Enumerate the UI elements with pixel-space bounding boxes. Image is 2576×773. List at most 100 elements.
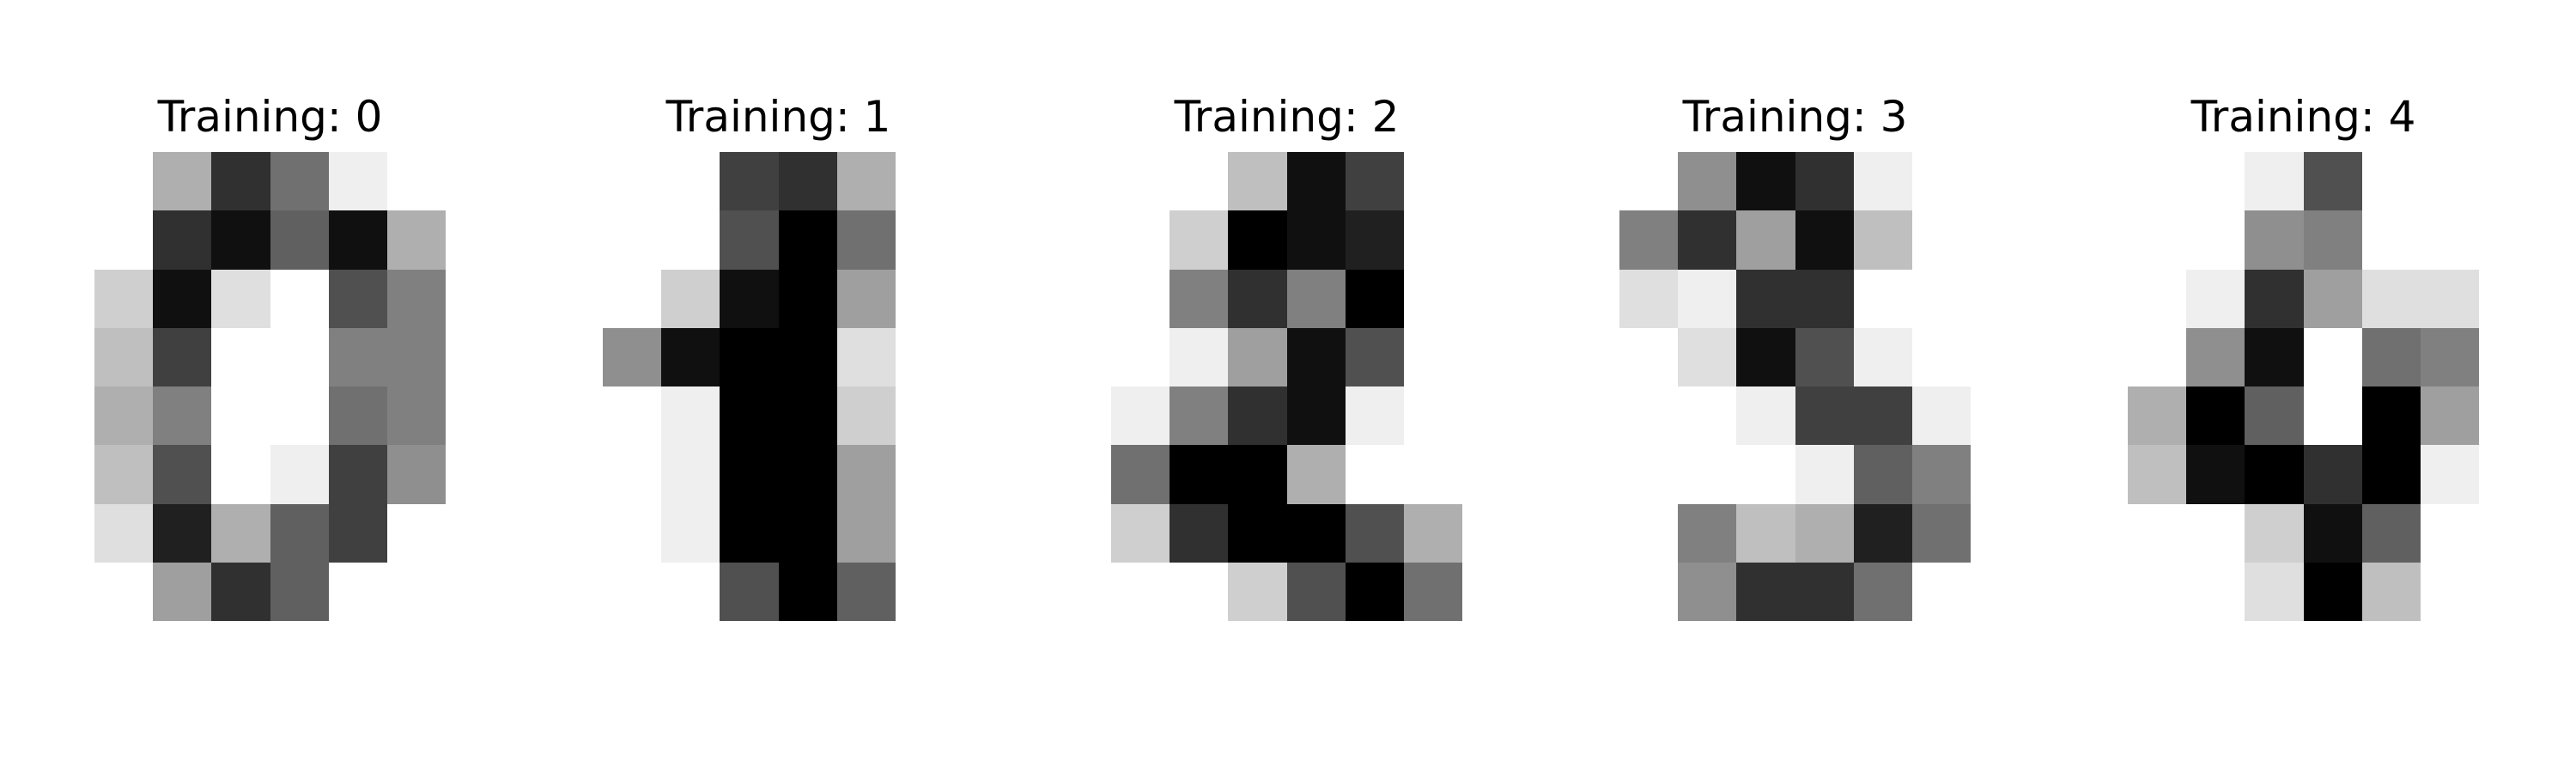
pixel-r7-c1: [1619, 562, 1679, 621]
pixel-r7-c0: [36, 562, 95, 621]
pixel-r6-c4: [1286, 503, 1346, 563]
pixel-r6-c3: [720, 503, 779, 563]
pixel-r5-c3: [211, 445, 270, 504]
pixel-r3-c7: [1970, 327, 2029, 386]
pixel-r4-c4: [778, 386, 837, 446]
pixel-r3-c4: [1795, 327, 1854, 386]
pixel-r5-c4: [1286, 445, 1346, 504]
pixel-r0-c1: [1111, 152, 1170, 211]
pixel-r5-c3: [2245, 445, 2304, 504]
pixel-r1-c4: [778, 210, 837, 270]
pixel-r1-c6: [895, 210, 954, 270]
pixel-r2-c7: [1970, 269, 2029, 328]
pixel-r3-c6: [2420, 327, 2479, 386]
pixel-r3-c0: [1561, 327, 1620, 386]
pixel-r2-c6: [1911, 269, 1971, 328]
pixel-r1-c7: [953, 210, 1012, 270]
pixel-r0-c2: [1678, 152, 1737, 211]
pixel-r4-c2: [1678, 386, 1737, 446]
pixel-r6-c2: [661, 503, 720, 563]
pixel-r2-c7: [1461, 269, 1521, 328]
pixel-r6-c7: [2478, 503, 2537, 563]
pixel-r2-c5: [328, 269, 387, 328]
pixel-r0-c4: [270, 152, 329, 211]
pixel-r1-c1: [1619, 210, 1679, 270]
pixel-r2-c7: [445, 269, 504, 328]
pixel-r5-c0: [1053, 445, 1112, 504]
pixel-r5-c1: [1619, 445, 1679, 504]
pixel-r4-c0: [36, 386, 95, 446]
pixel-r0-c5: [328, 152, 387, 211]
pixel-r5-c1: [94, 445, 154, 504]
pixel-r1-c5: [836, 210, 896, 270]
pixel-r0-c5: [836, 152, 896, 211]
pixel-r0-c3: [720, 152, 779, 211]
pixel-r3-c2: [2186, 327, 2245, 386]
pixel-r3-c2: [1678, 327, 1737, 386]
pixel-r3-c5: [836, 327, 896, 386]
pixel-r5-c2: [153, 445, 212, 504]
pixel-r2-c3: [1228, 269, 1287, 328]
pixel-r1-c6: [1403, 210, 1462, 270]
pixel-r5-c5: [1345, 445, 1404, 504]
pixel-r4-c0: [1561, 386, 1620, 446]
digit-panel-0: Training: 0: [36, 0, 504, 773]
pixel-r6-c4: [1795, 503, 1854, 563]
pixel-r5-c6: [895, 445, 954, 504]
pixel-r7-c7: [953, 562, 1012, 621]
pixel-r0-c3: [1736, 152, 1795, 211]
pixel-r7-c1: [2128, 562, 2187, 621]
pixel-r5-c5: [2361, 445, 2421, 504]
pixel-r4-c0: [2069, 386, 2129, 446]
pixel-r1-c0: [36, 210, 95, 270]
pixel-r6-c5: [1853, 503, 1912, 563]
pixel-r2-c1: [603, 269, 662, 328]
pixel-r2-c2: [1170, 269, 1229, 328]
pixel-r0-c4: [1286, 152, 1346, 211]
pixel-r0-c2: [661, 152, 720, 211]
pixel-r5-c1: [603, 445, 662, 504]
pixel-r6-c4: [778, 503, 837, 563]
pixel-r5-c0: [36, 445, 95, 504]
pixel-r4-c7: [445, 386, 504, 446]
pixel-r0-c0: [2069, 152, 2129, 211]
pixel-r3-c4: [778, 327, 837, 386]
pixel-r6-c6: [1403, 503, 1462, 563]
pixel-r7-c6: [2420, 562, 2479, 621]
pixel-r6-c7: [445, 503, 504, 563]
pixel-r4-c1: [1619, 386, 1679, 446]
pixel-r4-c1: [94, 386, 154, 446]
pixel-r4-c2: [1170, 386, 1229, 446]
pixel-r7-c5: [1853, 562, 1912, 621]
pixel-r1-c6: [386, 210, 446, 270]
pixel-r2-c4: [778, 269, 837, 328]
pixel-r2-c2: [661, 269, 720, 328]
pixel-r5-c7: [1461, 445, 1521, 504]
pixel-r7-c3: [211, 562, 270, 621]
pixel-r1-c0: [1561, 210, 1620, 270]
pixel-r1-c0: [1053, 210, 1112, 270]
panel-title: Training: 4: [2190, 92, 2416, 142]
pixel-r5-c3: [720, 445, 779, 504]
pixel-r5-c2: [661, 445, 720, 504]
pixel-r3-c1: [1619, 327, 1679, 386]
pixel-r0-c4: [1795, 152, 1854, 211]
pixel-r0-c3: [1228, 152, 1287, 211]
pixel-r7-c7: [1970, 562, 2029, 621]
pixel-r1-c4: [1795, 210, 1854, 270]
pixel-r4-c3: [1228, 386, 1287, 446]
pixel-r1-c0: [544, 210, 604, 270]
pixel-r6-c1: [2128, 503, 2187, 563]
pixel-r5-c6: [386, 445, 446, 504]
pixel-r2-c3: [2245, 269, 2304, 328]
pixel-r4-c3: [1736, 386, 1795, 446]
pixel-r4-c2: [661, 386, 720, 446]
pixel-r7-c6: [386, 562, 446, 621]
pixel-r5-c2: [1678, 445, 1737, 504]
pixel-r0-c7: [2478, 152, 2537, 211]
pixel-r3-c1: [94, 327, 154, 386]
pixel-r1-c0: [2069, 210, 2129, 270]
pixel-r5-c6: [1911, 445, 1971, 504]
pixel-r2-c1: [94, 269, 154, 328]
pixel-r7-c1: [1111, 562, 1170, 621]
